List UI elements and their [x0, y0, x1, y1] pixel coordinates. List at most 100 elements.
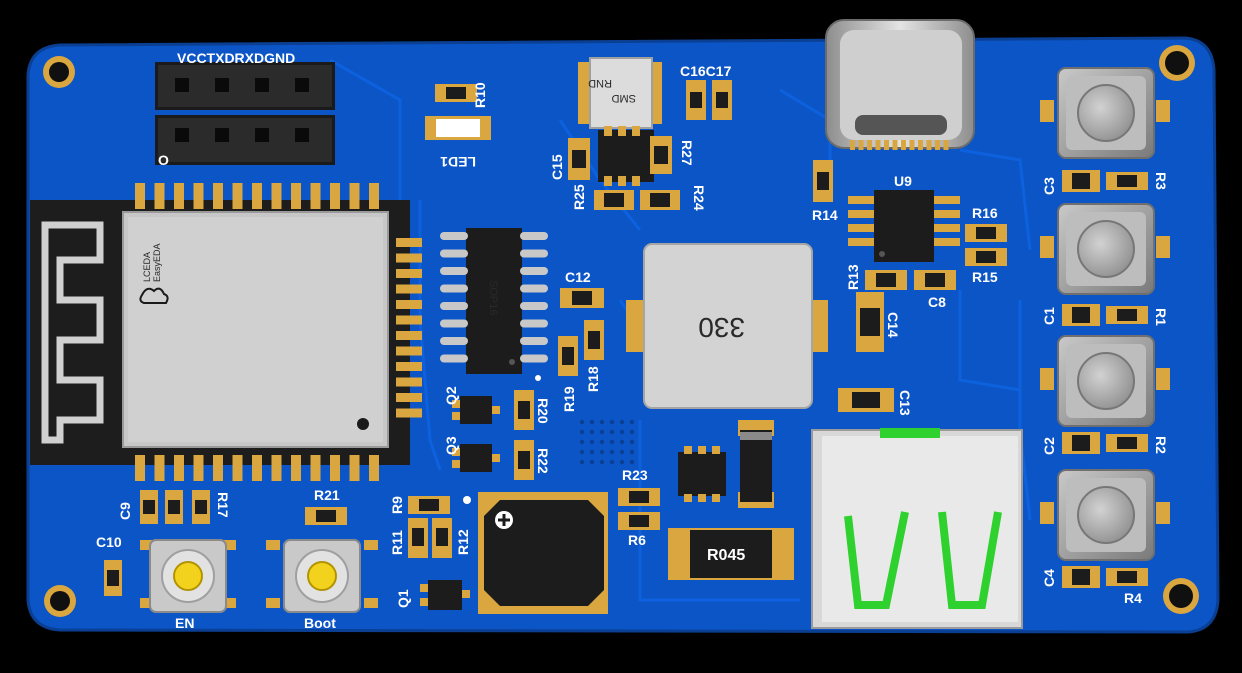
sop-lead	[520, 337, 548, 345]
tactile-button[interactable]	[1040, 335, 1170, 427]
module-pad	[396, 346, 422, 356]
module-pad	[252, 455, 262, 481]
module-pad	[174, 455, 184, 481]
boot-button[interactable]	[266, 539, 378, 613]
module-pad	[396, 300, 422, 309]
tactile-button[interactable]	[1040, 203, 1170, 295]
en-label: EN	[175, 615, 194, 631]
label-r24: R24	[691, 185, 707, 211]
r23-r6	[618, 488, 660, 530]
label-r14: R14	[812, 207, 838, 223]
usb-c-pin	[884, 140, 889, 150]
via	[589, 439, 595, 445]
c12	[560, 288, 604, 308]
label-q3: Q3	[443, 436, 459, 455]
usb-c-pin	[909, 140, 915, 150]
usb-c-pin	[850, 140, 855, 150]
esp32-module: LCEDA EasyEDA	[30, 183, 422, 481]
label-u9: U9	[894, 173, 912, 189]
led1	[425, 116, 491, 140]
label-led1: LED1	[440, 154, 476, 170]
via	[599, 449, 605, 455]
boot-label: Boot	[304, 615, 336, 631]
module-pad	[154, 455, 165, 481]
module-pad	[396, 408, 422, 418]
module-pad	[396, 284, 422, 294]
via	[609, 429, 615, 435]
via	[609, 439, 615, 445]
label-r17: R17	[215, 492, 231, 518]
via	[629, 439, 635, 445]
label-r19: R19	[561, 386, 577, 412]
label-c10: C10	[96, 534, 122, 550]
sense-ic	[678, 446, 726, 502]
module-pad	[232, 455, 243, 481]
sop-lead	[440, 337, 468, 345]
buck-ic	[598, 126, 654, 186]
sop-lead	[440, 354, 468, 363]
usb-c-pin	[918, 140, 923, 150]
usb-c-pin	[892, 140, 898, 150]
via	[579, 439, 585, 445]
module-pad	[369, 183, 379, 209]
c3-r3	[1062, 170, 1148, 192]
sop-lead	[520, 267, 548, 275]
header-mark: O	[158, 152, 169, 168]
usb-c-pin	[935, 140, 940, 150]
usb-c-pin	[901, 140, 906, 150]
usb-c-connector	[825, 19, 975, 150]
usb-c-pin	[926, 140, 932, 150]
module-pad	[349, 455, 360, 481]
module-pad	[396, 377, 422, 387]
c13	[838, 388, 894, 412]
via	[589, 449, 595, 455]
u9-ic	[848, 190, 960, 262]
label-r11: R11	[389, 530, 405, 555]
shunt-resistor: R045	[668, 528, 794, 580]
tactile-button[interactable]	[1040, 469, 1170, 561]
via	[619, 439, 625, 445]
cloud-logo-icon	[139, 287, 169, 304]
module-logo-line2: EasyEDA	[152, 243, 162, 282]
label-c2: C2	[1041, 437, 1057, 455]
label-r10: R10	[472, 82, 488, 108]
c9-r17-cluster	[140, 490, 210, 524]
pin-header-top	[155, 62, 335, 110]
tactile-button[interactable]	[1040, 67, 1170, 159]
label-r4: R4	[1124, 590, 1142, 606]
sop-lead	[440, 284, 468, 293]
module-pad	[193, 455, 204, 481]
label-c4: C4	[1041, 569, 1057, 587]
label-c16c17: C16C17	[680, 63, 732, 79]
sop-lead	[440, 267, 468, 275]
r9-r11-r12	[408, 496, 452, 558]
svg-text:R045: R045	[707, 547, 745, 564]
sop-lead	[520, 319, 548, 328]
q1	[420, 580, 470, 610]
module-pad	[213, 455, 223, 481]
module-pad	[271, 455, 282, 481]
via	[589, 419, 595, 425]
inductor-large: 330	[626, 243, 828, 409]
label-c13: C13	[897, 390, 913, 416]
label-r18: R18	[585, 366, 601, 392]
sop-lead	[440, 302, 468, 310]
label-c8: C8	[928, 294, 946, 310]
via	[579, 459, 585, 465]
svg-text:RND: RND	[588, 77, 612, 89]
r13-c8	[865, 270, 956, 290]
label-r25: R25	[571, 184, 587, 210]
c2-r2	[1062, 432, 1148, 454]
en-button[interactable]	[140, 539, 236, 613]
sop-lead	[520, 284, 548, 293]
c14	[856, 292, 884, 352]
module-pad	[291, 183, 301, 209]
svg-text:SOP16: SOP16	[487, 280, 499, 315]
module-pad	[330, 183, 340, 209]
label-r20: R20	[535, 398, 551, 424]
r19-r18	[558, 320, 604, 376]
module-pad	[396, 269, 422, 278]
mounting-holes	[43, 45, 1199, 617]
via	[629, 459, 635, 465]
